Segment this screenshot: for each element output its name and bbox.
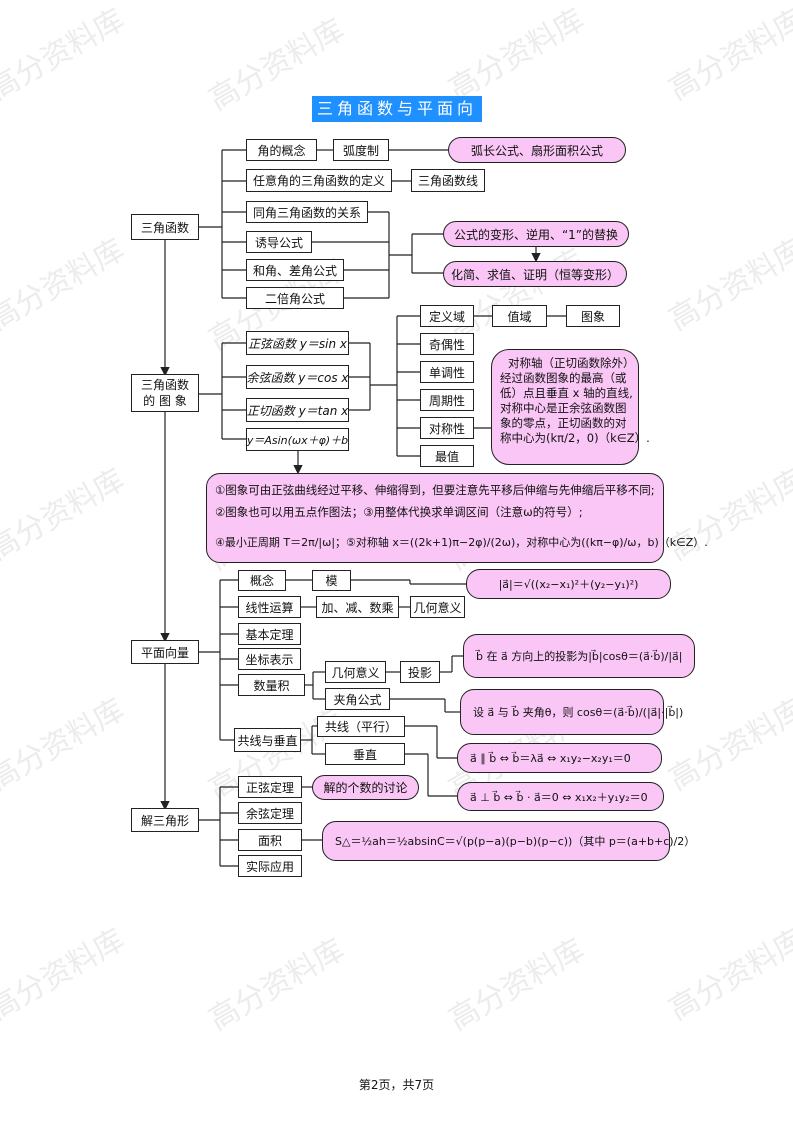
node-application: 实际应用 [238,855,302,877]
node-sin: 正弦函数 y＝sin x [246,331,349,355]
node-radian: 弧度制 [333,139,389,161]
node-basic-theorem: 基本定理 [238,623,301,645]
node-cos: 余弦函数 y＝cos x [246,365,349,389]
node-modulus-formula: |a⃗|＝√((x₂−x₁)²＋(y₂−y₁)²) [466,569,671,599]
main-node-vector-label: 平面向量 [140,645,189,660]
node-cosine-law: 余弦定理 [238,802,302,824]
symmetry-note-line: 对称轴（正切函数除外） [508,356,635,370]
page-title: 三角函数与平面向量 [312,96,482,144]
node-image: 图象 [566,305,620,327]
node-dot: 数量积 [238,674,305,696]
node-concept: 概念 [238,570,286,591]
node-angle-formula: 设 a⃗ 与 b⃗ 夹角θ，则 cosθ＝(a⃗·b⃗)/(|a⃗|·|b⃗|) [460,689,683,735]
node-geo-meaning: 几何意义 [410,596,465,618]
node-perp-formula: a⃗ ⊥ b⃗ ⇔ b⃗ · a⃗＝0 ⇔ x₁x₂＋y₁y₂＝0 [457,782,664,811]
node-add-ops: 加、减、数乘 [316,596,399,618]
symmetry-note-line: 称中心为(kπ/2，0)（k∈Z）. [500,431,650,445]
node-linear: 线性运算 [238,596,301,618]
node-projection-formula: b⃗ 在 a⃗ 方向上的投影为|b⃗|cosθ＝(a⃗·b⃗)/|a⃗| [463,634,695,678]
main-node-graph-line1: 三角函数 [140,378,189,392]
node-period: 周期性 [420,389,474,411]
node-simplify: 化简、求值、证明（恒等变形） [443,261,627,287]
node-modulus: 模 [312,570,351,591]
node-coord: 坐标表示 [238,648,301,670]
graph-note-3: ④最小正周期 T＝2π/|ω|；⑤对称轴 x＝((2k+1)π−2φ)/(2ω)… [215,536,708,549]
node-geo-meaning2: 几何意义 [325,661,386,683]
main-node-vector: 平面向量 [131,640,199,664]
symmetry-note-line: 对称中心是正余弦函数图 [500,401,627,415]
node-sine-law: 正弦定理 [238,776,302,798]
node-collinear-perp: 共线与垂直 [234,728,301,752]
symmetry-note-line: 象的零点，正切函数的对 [500,416,627,430]
node-tan: 正切函数 y＝tan x [246,398,349,422]
main-node-graph: 三角函数 的 图 象 [131,374,199,412]
node-area: 面积 [238,829,302,851]
node-angle-formula-label: 夹角公式 [325,688,390,710]
node-solution-count: 解的个数的讨论 [312,775,419,800]
main-node-trig-label: 三角函数 [140,220,189,235]
node-any-angle-def: 任意角的三角函数的定义 [246,169,392,192]
node-domain: 定义域 [420,305,474,327]
node-range: 值域 [492,305,547,327]
main-node-trig: 三角函数 [131,214,199,240]
page-footer: 第2页，共7页 [358,1078,435,1092]
node-general: y＝Asin(ωx＋φ)＋b [246,428,349,451]
node-area-formula: S△＝½ah＝½absinC＝√(p(p−a)(p−b)(p−c))（其中 p＝… [322,821,695,861]
node-angle-concept: 角的概念 [246,139,317,161]
node-collinear: 共线（平行） [317,716,405,737]
node-monotonic: 单调性 [420,361,474,383]
main-node-triangle: 解三角形 [131,808,199,832]
symmetry-note-line: 低）点且垂直 x 轴的直线, [500,386,633,400]
symmetry-note: 对称轴（正切函数除外） 经过函数图象的最高（或 低）点且垂直 x 轴的直线, 对… [491,349,650,465]
node-sum-diff: 和角、差角公式 [246,259,344,281]
main-node-graph-line2: 的 图 象 [143,394,187,408]
graph-note-2: ②图象也可以用五点作图法；③用整体代换求单调区间（注意ω的符号）; [215,505,583,519]
graph-note-1: ①图象可由正弦曲线经过平移、伸缩得到，但要注意先平移后伸缩与先伸缩后平移不同; [215,483,655,497]
node-arc-formula: 弧长公式、扇形面积公式 [448,137,626,163]
node-parity: 奇偶性 [420,333,474,355]
node-transform: 公式的变形、逆用、“1”的替换 [443,221,629,247]
node-induction: 诱导公式 [246,231,312,253]
main-node-triangle-label: 解三角形 [140,813,189,828]
symmetry-note-line: 经过函数图象的最高（或 [500,371,627,385]
node-projection: 投影 [400,661,440,683]
node-symmetry: 对称性 [420,417,474,439]
node-same-angle: 同角三角函数的关系 [246,201,368,223]
node-trig-line: 三角函数线 [411,169,485,192]
node-extreme: 最值 [420,445,474,467]
node-double: 二倍角公式 [246,287,344,309]
graph-notes: ①图象可由正弦曲线经过平移、伸缩得到，但要注意先平移后伸缩与先伸缩后平移不同; … [206,473,708,563]
node-parallel-formula: a⃗ ∥ b⃗ ⇔ b⃗＝λa⃗ ⇔ x₁y₂−x₂y₁＝0 [457,743,662,773]
node-perpendicular: 垂直 [325,743,405,765]
